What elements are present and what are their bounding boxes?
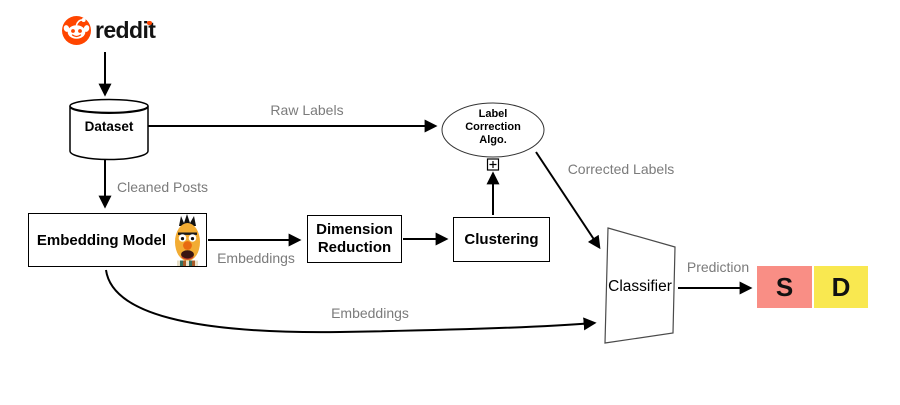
output-class-d: D xyxy=(814,266,868,308)
edge-label-raw-labels: Raw Labels xyxy=(270,102,344,118)
edge-label-prediction: Prediction xyxy=(686,259,750,275)
output-class-s: S xyxy=(757,266,812,308)
classifier-trapezoid xyxy=(604,227,676,344)
expand-plus-icon xyxy=(486,158,500,171)
node-dimension-reduction: Dimension Reduction xyxy=(307,215,402,263)
node-clustering: Clustering xyxy=(453,217,550,262)
bert-mascot-icon xyxy=(175,214,201,266)
edge-label-embeddings-long: Embeddings xyxy=(331,305,409,321)
edge-label-embeddings-short: Embeddings xyxy=(217,250,295,266)
edge-embeddings-long xyxy=(105,269,597,334)
dataset-cylinder xyxy=(69,98,149,161)
node-embedding-model: Embedding Model xyxy=(28,213,207,267)
node-embedding-model-label: Embedding Model xyxy=(36,231,167,249)
output-class-d-label: D xyxy=(831,271,851,302)
edge-label-cleaned-posts: Cleaned Posts xyxy=(117,179,209,195)
node-label-correction-label: Label Correction Algo. xyxy=(465,108,521,146)
node-dataset-label: Dataset xyxy=(84,119,134,134)
node-dimension-reduction-label: Dimension Reduction xyxy=(316,221,393,256)
label-correction-ellipse xyxy=(441,102,545,158)
node-clustering-label: Clustering xyxy=(464,231,539,248)
node-classifier-label: Classifier xyxy=(608,278,672,295)
output-class-s-label: S xyxy=(775,271,794,302)
reddit-wordmark: reddit xyxy=(95,17,156,43)
edge-corrected-labels xyxy=(535,151,601,250)
reddit-wordmark-i-dot xyxy=(147,20,152,26)
reddit-logo-icon xyxy=(62,16,91,45)
edge-label-corrected-labels: Corrected Labels xyxy=(567,161,675,177)
